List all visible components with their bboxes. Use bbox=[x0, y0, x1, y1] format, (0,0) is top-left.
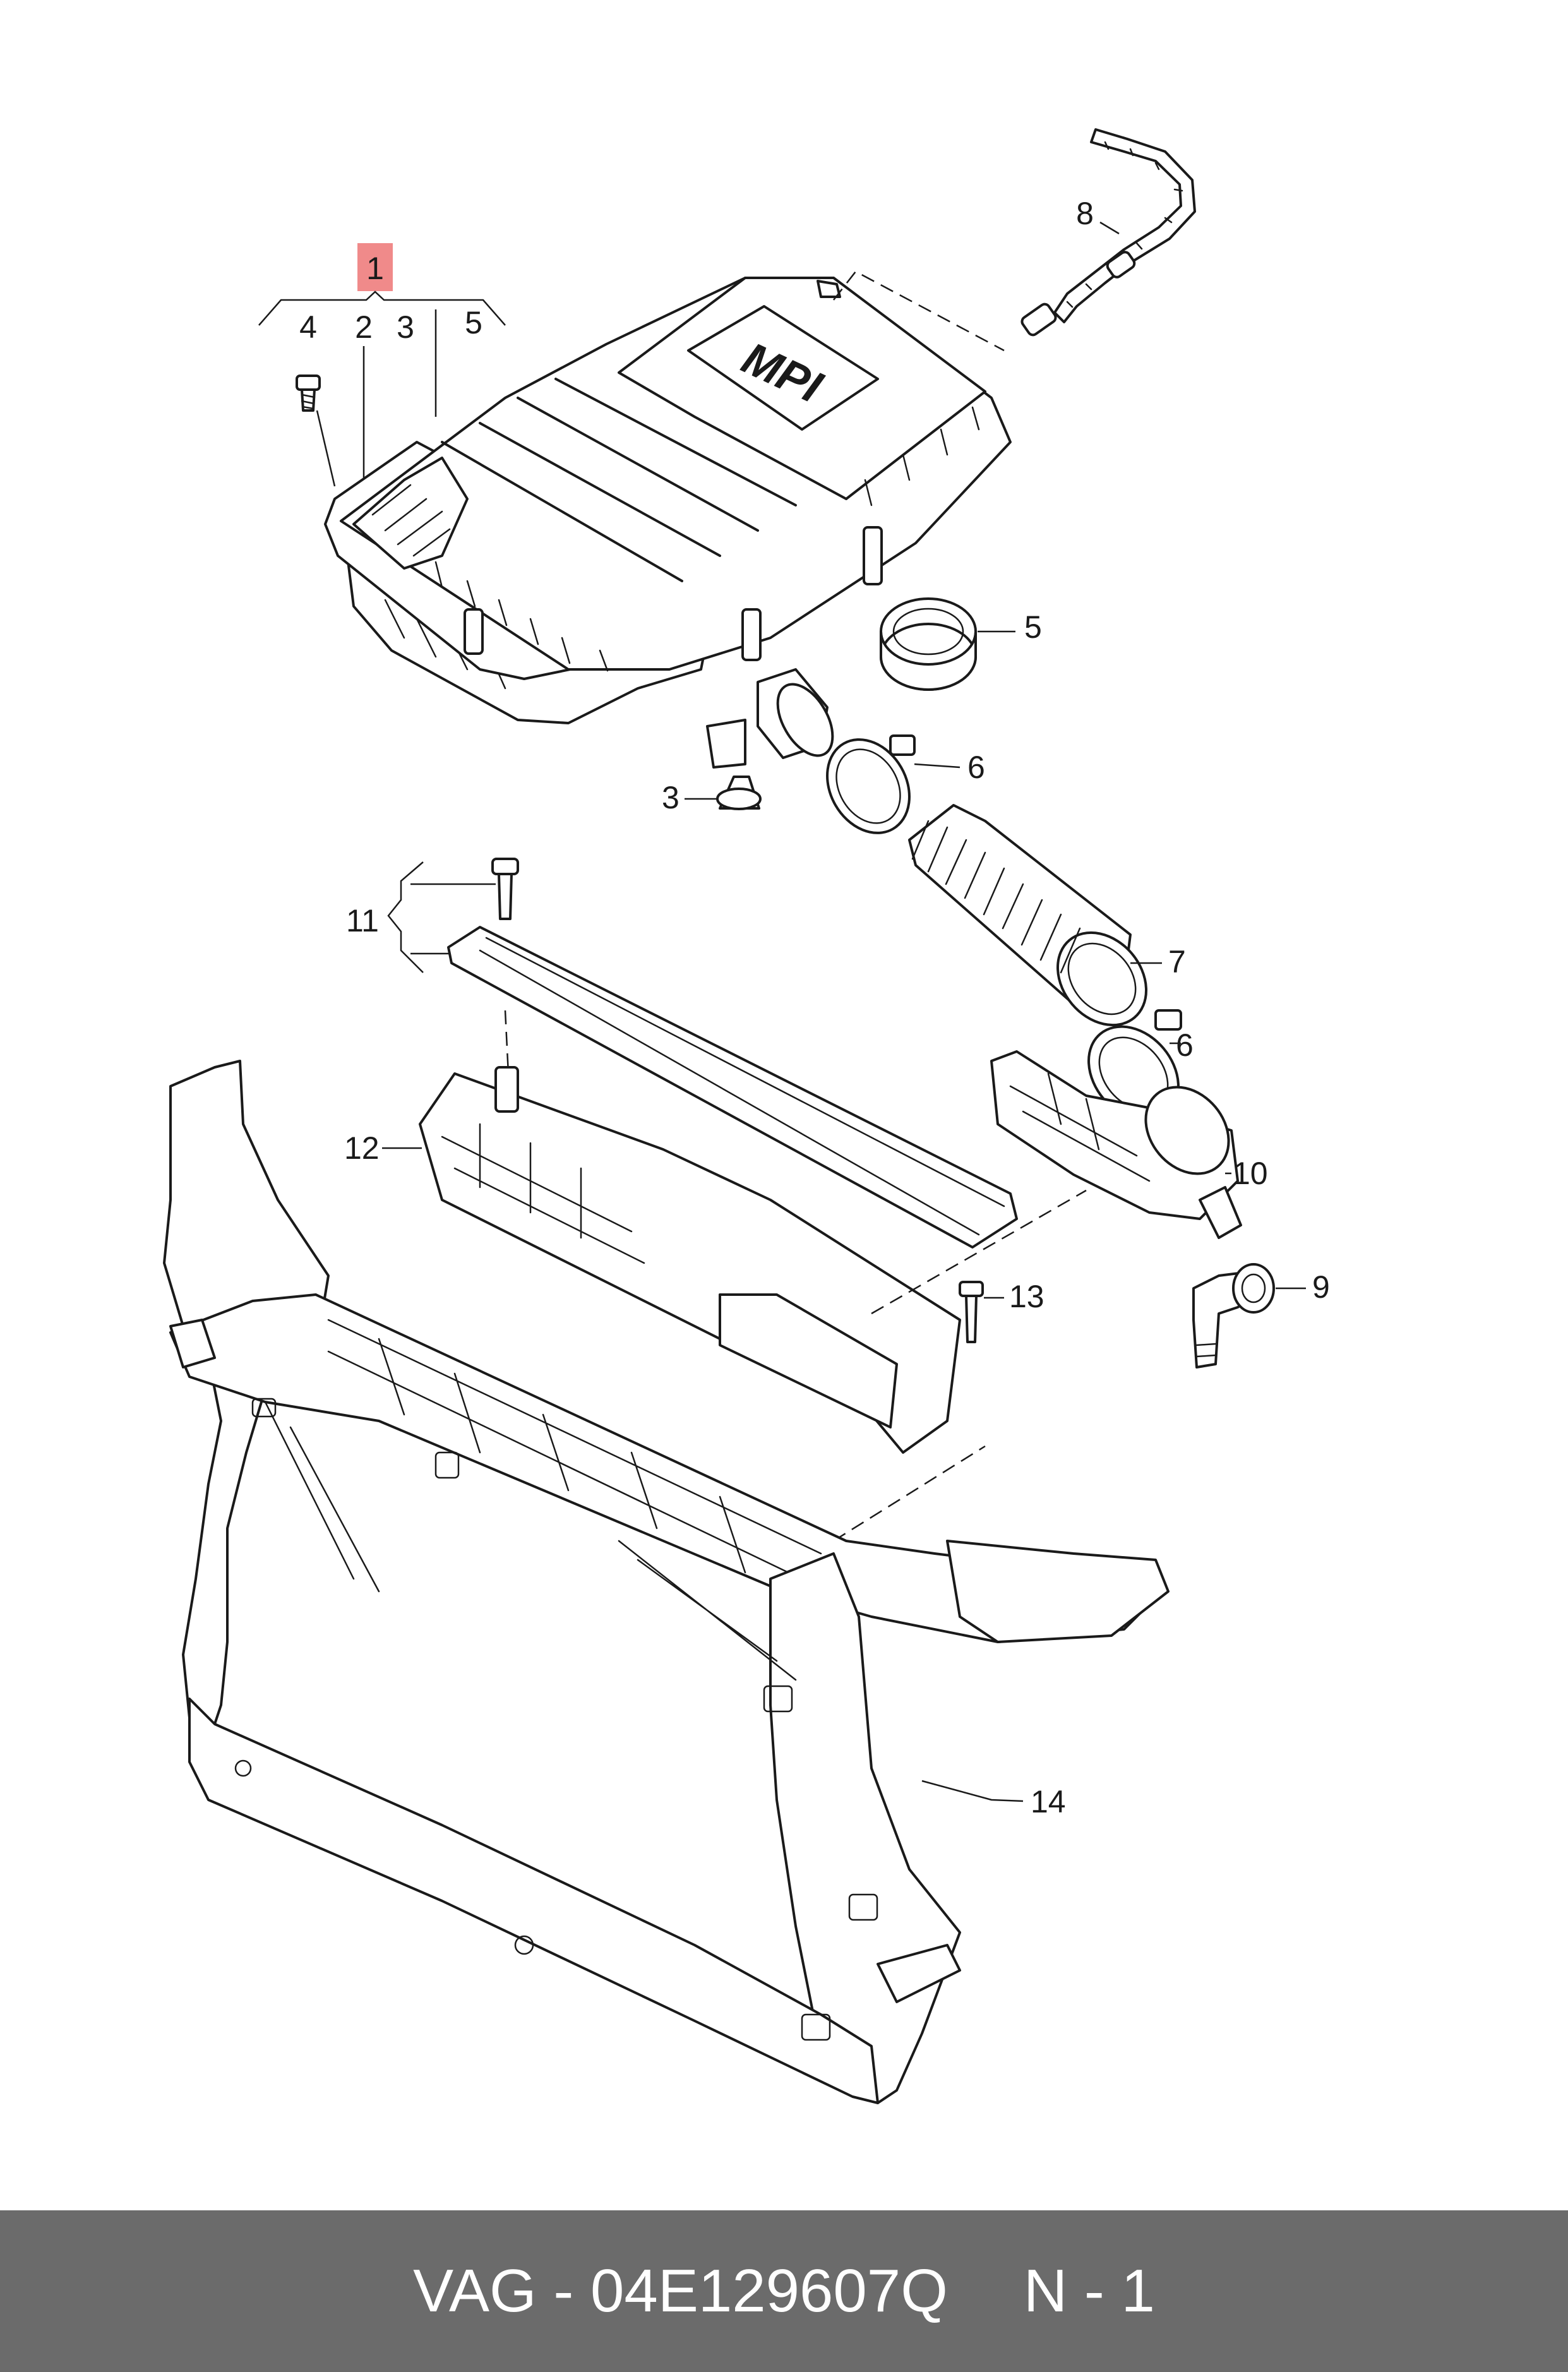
footer-page-ref: N - 1 bbox=[1023, 2257, 1155, 2325]
leader-6-upper bbox=[914, 763, 961, 769]
lock-carrier-14 bbox=[163, 1060, 1170, 2104]
callout-9: 9 bbox=[1312, 1269, 1330, 1305]
seal-ring-5 bbox=[880, 597, 977, 691]
dashed-leader-10 bbox=[871, 1189, 1087, 1315]
part-1-highlight-badge bbox=[357, 243, 393, 291]
group-bracket-1 bbox=[258, 291, 506, 326]
dashed-leader-14 bbox=[833, 1445, 986, 1542]
pipe-bend-9 bbox=[1192, 1263, 1275, 1369]
grommet-3 bbox=[716, 776, 762, 810]
callout-11: 11 bbox=[346, 903, 379, 938]
leader-14 bbox=[921, 1780, 1024, 1802]
screw-11 bbox=[491, 858, 519, 920]
screw-4 bbox=[296, 374, 321, 412]
dashed-line-11 bbox=[504, 1010, 510, 1074]
hose-clamp-6-upper bbox=[826, 734, 916, 834]
footer-bar: VAG - 04E129607Q N - 1 bbox=[0, 2210, 1568, 2372]
callout-8: 8 bbox=[1076, 196, 1094, 231]
callout-5-top: 5 bbox=[465, 305, 482, 340]
callout-1: 1 bbox=[366, 251, 384, 286]
intake-hose-7 bbox=[908, 804, 1148, 1027]
callout-2: 2 bbox=[355, 309, 373, 345]
footer-part-number: VAG - 04E129607Q bbox=[413, 2257, 948, 2325]
callout-7: 7 bbox=[1168, 944, 1186, 979]
callout-13: 13 bbox=[1009, 1279, 1044, 1314]
callout-14: 14 bbox=[1031, 1784, 1066, 1819]
air-filter-housing: MPI bbox=[324, 277, 1012, 769]
callout-6-upper: 6 bbox=[967, 750, 985, 785]
screw-13 bbox=[959, 1281, 984, 1343]
callout-6-lower: 6 bbox=[1176, 1027, 1194, 1063]
callout-12: 12 bbox=[344, 1130, 380, 1166]
exploded-parts-diagram: 1 4 2 3 5 MPI bbox=[163, 128, 1330, 2104]
cover-panel-11 bbox=[447, 926, 1018, 1249]
callout-4: 4 bbox=[299, 309, 317, 345]
leader-4 bbox=[316, 410, 336, 487]
air-guide-12 bbox=[419, 1066, 961, 1454]
callout-3-top: 3 bbox=[397, 309, 414, 345]
callout-5: 5 bbox=[1024, 609, 1042, 645]
breather-hose-8 bbox=[1020, 128, 1196, 337]
callout-10: 10 bbox=[1233, 1156, 1268, 1191]
dashed-leader-8 bbox=[833, 270, 1005, 352]
group-bracket-11 bbox=[387, 861, 424, 973]
callout-3: 3 bbox=[662, 780, 679, 815]
leader-8 bbox=[1099, 221, 1120, 235]
intake-duct-10 bbox=[990, 1050, 1242, 1239]
